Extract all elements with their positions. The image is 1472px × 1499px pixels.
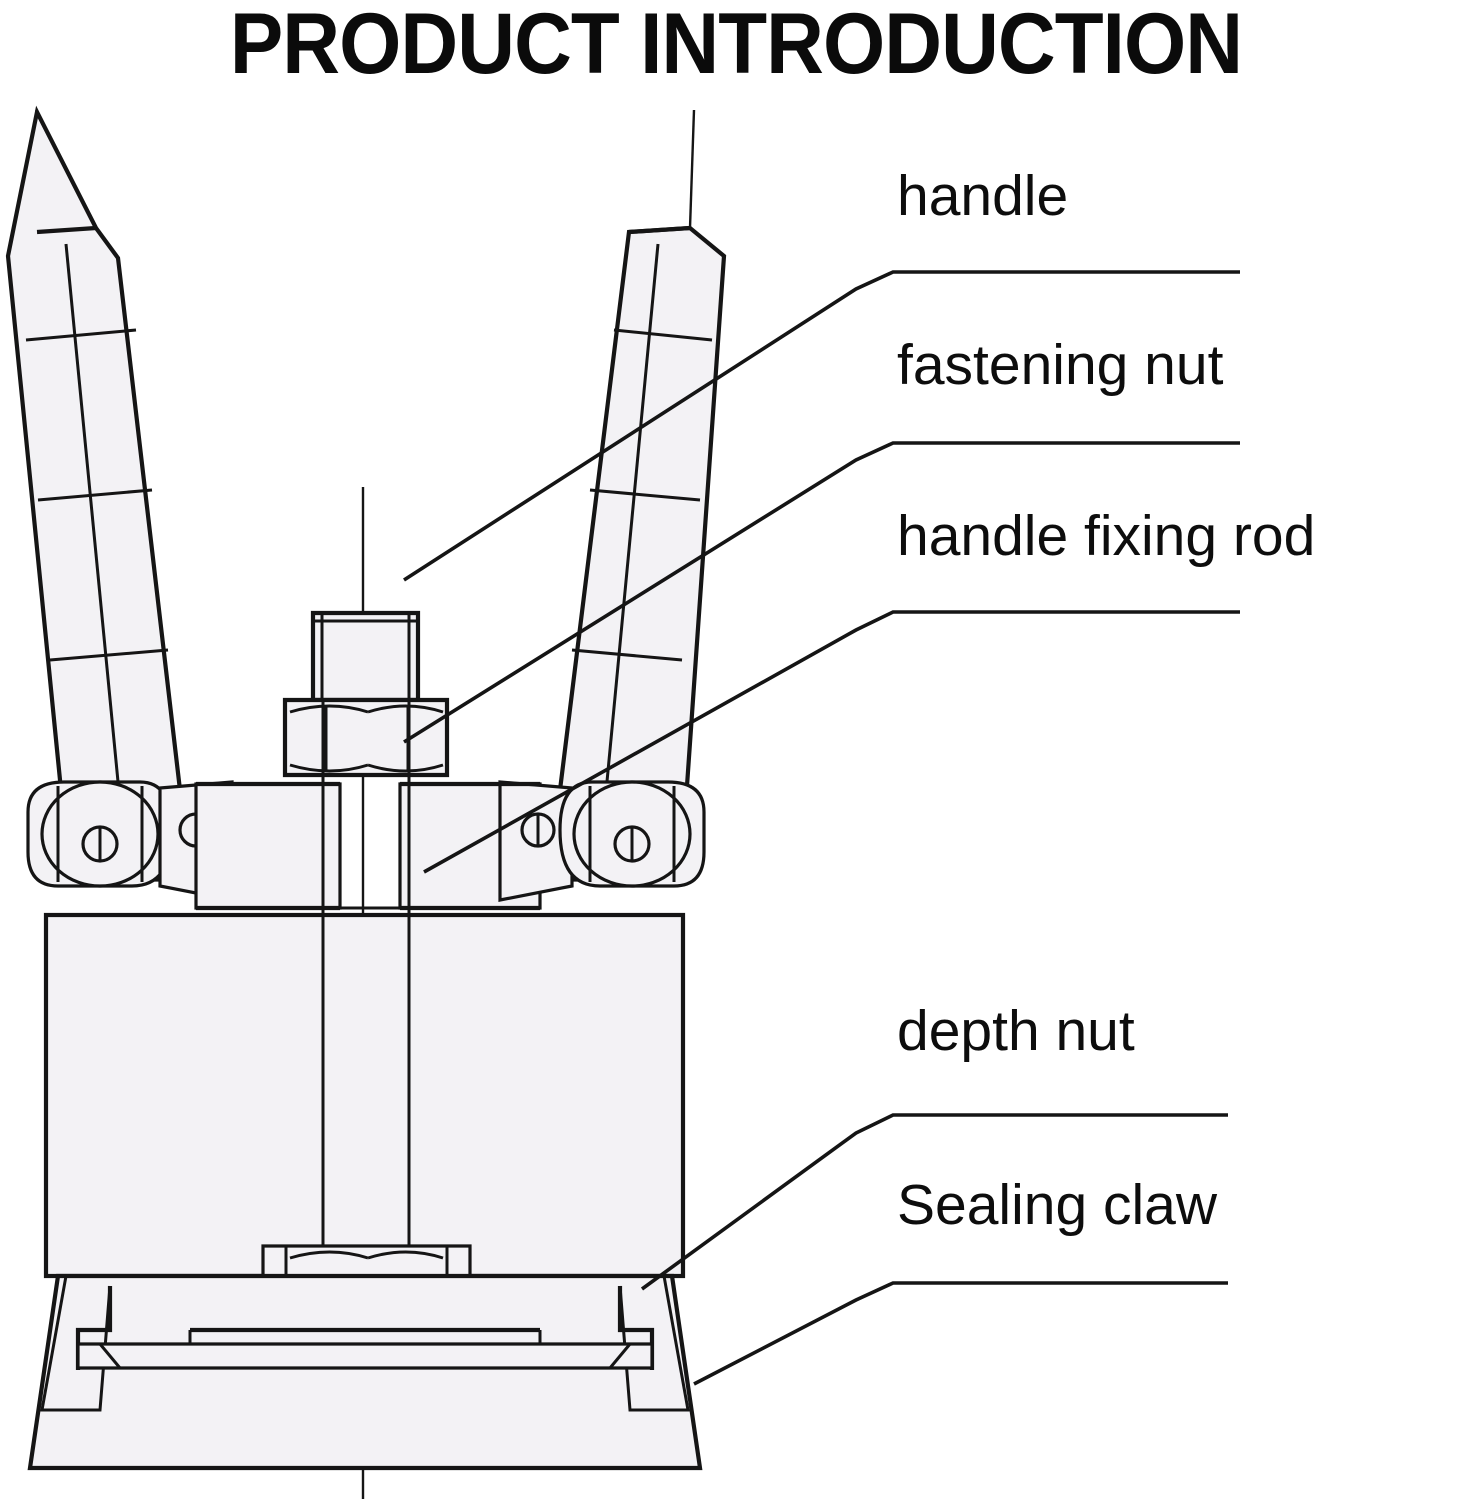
callout-label-sealing-claw: Sealing claw xyxy=(897,1173,1218,1237)
leader-handle-fixing-rod xyxy=(423,610,1240,874)
page-title: PRODUCT INTRODUCTION xyxy=(229,0,1243,92)
callout-label-handle: handle xyxy=(897,164,1069,228)
callout-label-depth-nut: depth nut xyxy=(897,999,1135,1063)
callout-leader-lines xyxy=(403,270,1240,1386)
handle-fixing-rod xyxy=(26,780,706,911)
right-handle-arm xyxy=(538,109,727,882)
leader-handle xyxy=(403,270,1240,582)
leader-depth-nut xyxy=(640,1113,1228,1291)
fastening-nut xyxy=(282,610,450,778)
callout-label-fastening-nut: fastening nut xyxy=(897,333,1224,397)
left-handle-arm xyxy=(5,105,198,882)
leader-sealing-claw xyxy=(693,1281,1228,1386)
callout-label-handle-fixing-rod: handle fixing rod xyxy=(897,504,1316,568)
sealing-claw xyxy=(27,1273,703,1471)
leader-fastening-nut xyxy=(403,441,1240,744)
